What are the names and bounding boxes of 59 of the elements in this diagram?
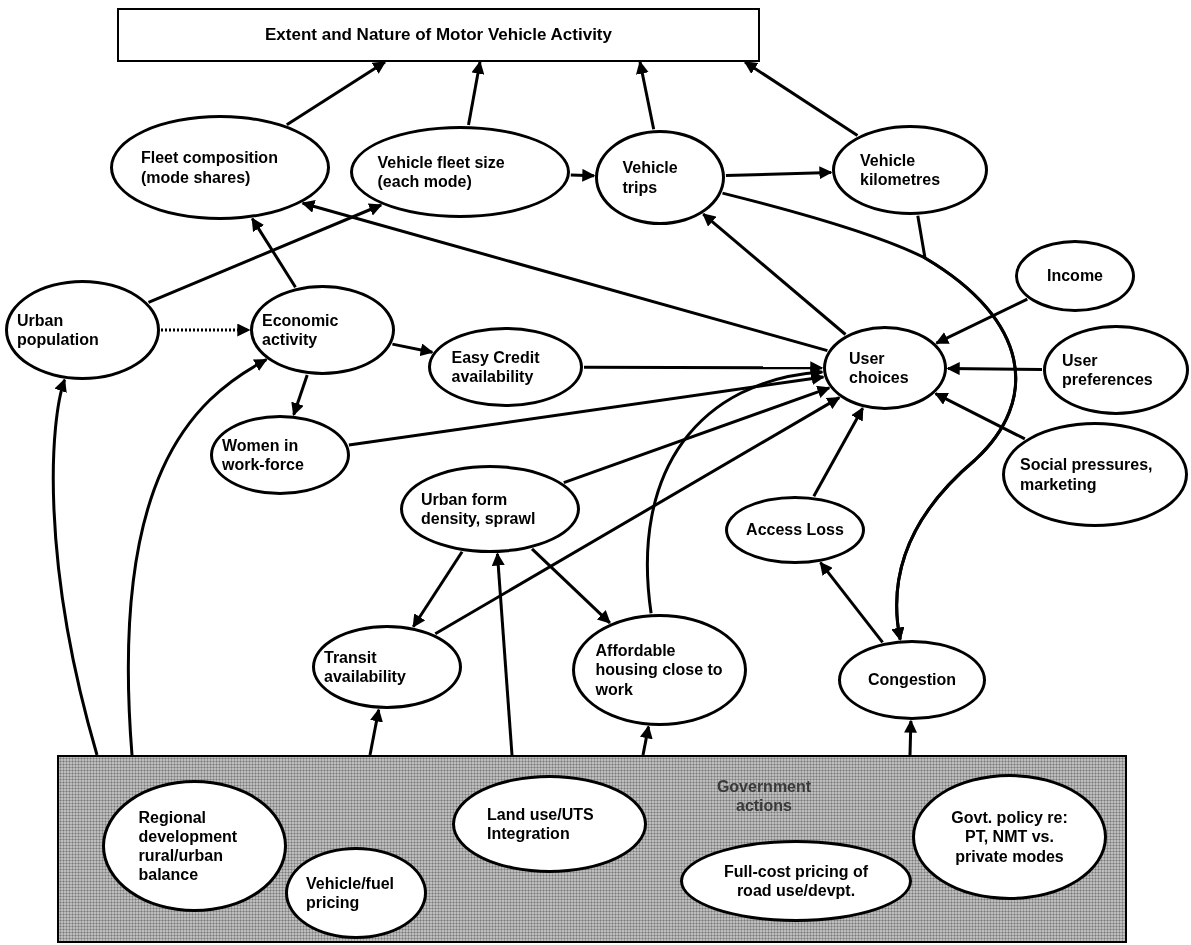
- node-label: Vehicle kilometres: [860, 150, 942, 190]
- node-label: Fleet composition (mode shares): [141, 148, 279, 187]
- arrow: [639, 725, 653, 756]
- node-label: Transit availability: [324, 647, 407, 687]
- arrow: [743, 60, 859, 137]
- actions-band: [57, 755, 1127, 943]
- arrow: [348, 372, 825, 447]
- arrow: [584, 361, 824, 375]
- arrow: [392, 342, 434, 357]
- ellipse-node: [912, 774, 1107, 900]
- arrow: [51, 378, 99, 756]
- node-label: Social pressures, marketing: [1020, 455, 1154, 494]
- arrow: [646, 367, 824, 614]
- arrow: [725, 166, 833, 180]
- arrow: [301, 200, 828, 353]
- arrow: [467, 60, 485, 126]
- ellipse-node: [680, 840, 912, 922]
- title-box: [117, 8, 760, 62]
- arrow: [635, 60, 656, 130]
- node-label: Income: [1047, 266, 1103, 286]
- ellipse-node: [823, 326, 947, 410]
- arrow: [491, 552, 514, 756]
- arrow: [530, 547, 611, 624]
- node-label: User choices: [849, 348, 910, 388]
- arrow: [161, 323, 251, 337]
- arrow: [935, 297, 1028, 345]
- arrow: [563, 385, 831, 485]
- node-label: Economic activity: [262, 310, 340, 350]
- arrow: [286, 60, 387, 127]
- ellipse-node: [452, 775, 647, 873]
- ellipse-node: [102, 780, 287, 912]
- arrow: [946, 362, 1042, 376]
- node-label: Land use/UTS Integration: [487, 804, 595, 844]
- node-label: Extent and Nature of Motor Vehicle Activity: [265, 24, 612, 46]
- arrow: [434, 396, 841, 636]
- node-label: Easy Credit availability: [451, 347, 541, 387]
- node-label: Full-cost pricing of road use/devpt.: [723, 861, 869, 901]
- node-label: Vehicle/fuel pricing: [306, 873, 396, 913]
- node-label: Vehicle fleet size (each mode): [377, 152, 506, 192]
- arrow: [570, 168, 596, 182]
- arrow: [702, 212, 847, 336]
- node-label: Regional development rural/urban balance: [138, 807, 239, 885]
- arrow: [904, 719, 918, 756]
- node-label: Govt. policy re: PT, NMT vs. private modes: [950, 808, 1069, 866]
- arrow: [891, 215, 1018, 641]
- arrow: [127, 358, 268, 756]
- band-label: Government actions: [715, 777, 813, 816]
- node-label: Women in work-force: [222, 435, 305, 475]
- arrow: [291, 374, 309, 417]
- node-label: Congestion: [868, 670, 956, 690]
- node-label: Urban population: [17, 310, 100, 350]
- node-label: Urban form density, sprawl: [421, 489, 537, 529]
- node-label: Affordable housing close to work: [595, 641, 724, 699]
- node-label: Vehicle trips: [622, 158, 679, 197]
- node-label: User preferences: [1062, 350, 1154, 390]
- arrow: [368, 708, 383, 756]
- arrow: [934, 392, 1026, 441]
- ellipse-node: [285, 847, 427, 939]
- node-label: Access Loss: [746, 520, 844, 540]
